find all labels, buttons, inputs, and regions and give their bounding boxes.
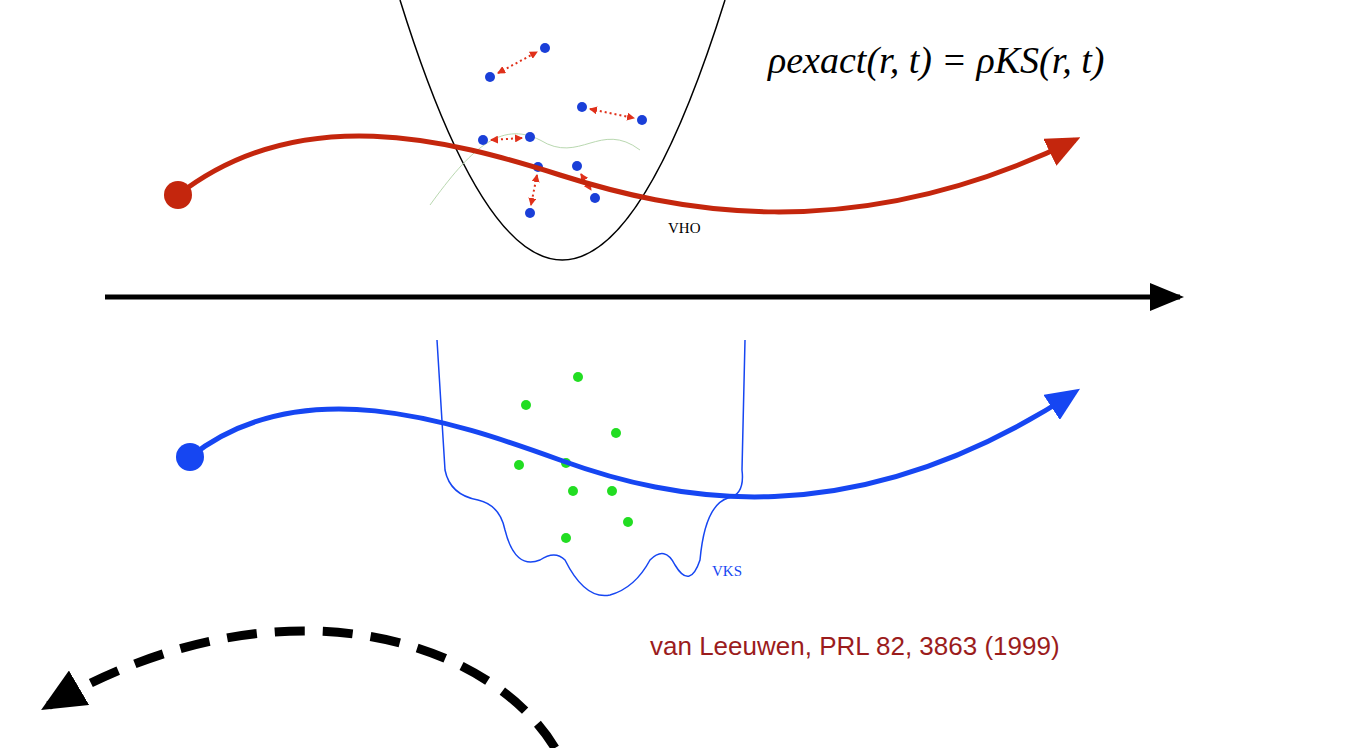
ks-electrons	[514, 372, 633, 543]
potential-label: VKS	[712, 563, 742, 580]
exact-start-dot	[164, 181, 192, 209]
density-equality: ρexact(r, t) = ρKS(r, t)	[768, 40, 1105, 82]
dashed-return-arrow	[48, 631, 555, 748]
time-axis	[105, 295, 1180, 300]
interaction-arrows	[491, 52, 634, 205]
ks-potential	[437, 340, 745, 596]
potential-label: VHO	[668, 220, 701, 237]
ks-start-dot	[176, 443, 204, 471]
harmonic-potential	[400, 0, 725, 260]
exact-trajectory	[178, 136, 1075, 212]
citation: van Leeuwen, PRL 82, 3863 (1999)	[650, 632, 1060, 661]
ks-trajectory	[190, 392, 1075, 497]
